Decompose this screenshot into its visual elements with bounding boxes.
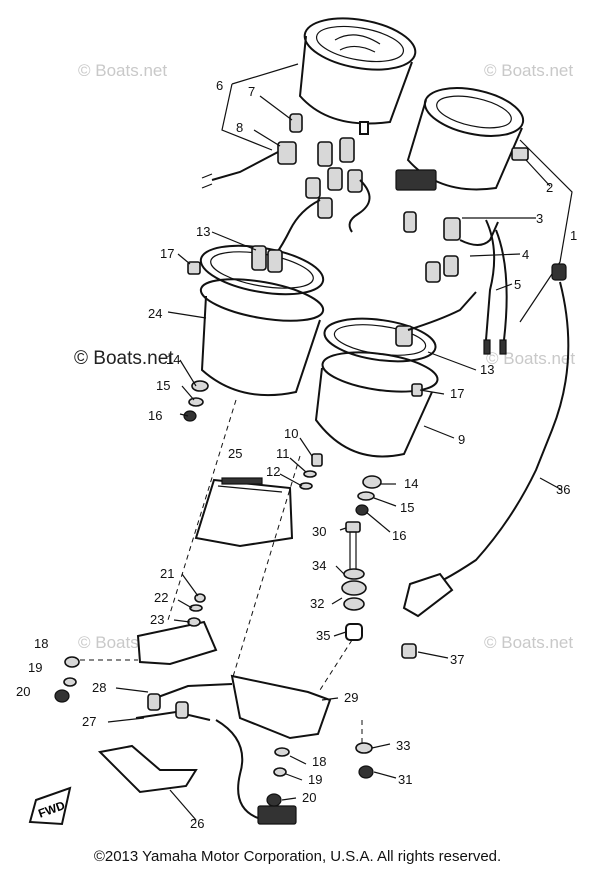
watermark-top-right: © Boats.net (484, 61, 573, 80)
label-part-25: 25 (228, 446, 242, 461)
label-part-21: 21 (160, 566, 174, 581)
label-part-18a: 18 (34, 636, 48, 651)
label-part-22: 22 (154, 590, 168, 605)
watermark-top-left: © Boats.net (78, 61, 167, 80)
label-part-15b: 15 (400, 500, 414, 515)
label-part-37: 37 (450, 652, 464, 667)
meter-housing-left (199, 244, 325, 397)
label-part-1: 1 (570, 228, 577, 243)
label-part-29: 29 (344, 690, 358, 705)
watermark-mid-right: © Boats.net (486, 349, 575, 368)
label-part-34: 34 (312, 558, 326, 573)
label-part-10: 10 (284, 426, 298, 441)
label-part-13b: 13 (480, 362, 494, 377)
mount-plate (97, 744, 198, 794)
lower-bracket (135, 620, 332, 825)
part-labels: 1 2 3 4 5 6 7 8 9 10 11 12 13 13 14 14 1… (16, 78, 577, 831)
watermark-mid-left: © Boats.net (74, 348, 174, 369)
copyright-notice: ©2013 Yamaha Motor Corporation, U.S.A. A… (93, 848, 502, 865)
tachometer-assembly (395, 87, 529, 355)
label-part-6: 6 (216, 78, 223, 93)
label-part-5: 5 (514, 277, 521, 292)
label-part-17a: 17 (160, 246, 174, 261)
label-part-30: 30 (312, 524, 326, 539)
label-part-33: 33 (396, 738, 410, 753)
label-part-14a: 14 (166, 352, 180, 367)
alignment-line-2 (231, 455, 301, 681)
indicator-panel (194, 477, 294, 548)
leader-lines (107, 95, 563, 821)
meter-housing-right (314, 291, 477, 458)
label-part-19a: 19 (28, 660, 42, 675)
label-part-3: 3 (536, 211, 543, 226)
alignment-line-1 (167, 399, 237, 621)
label-part-15a: 15 (156, 378, 170, 393)
label-part-2: 2 (546, 180, 553, 195)
alignment-line-3 (319, 639, 353, 691)
label-part-27: 27 (82, 714, 96, 729)
label-part-31: 31 (398, 772, 412, 787)
speedometer-cable (401, 263, 570, 659)
label-part-28: 28 (92, 680, 106, 695)
fasteners (183, 261, 423, 516)
label-part-16b: 16 (392, 528, 406, 543)
label-part-20b: 20 (302, 790, 316, 805)
label-part-9: 9 (458, 432, 465, 447)
label-part-19b: 19 (308, 772, 322, 787)
label-part-20a: 20 (16, 684, 30, 699)
watermark-low-right: © Boats.net (484, 633, 573, 652)
label-part-4: 4 (522, 247, 529, 262)
speedometer-assembly (201, 17, 417, 189)
label-part-32: 32 (310, 596, 324, 611)
label-part-7: 7 (248, 84, 255, 99)
label-part-36: 36 (556, 482, 570, 497)
leader-group-6 (221, 63, 299, 151)
label-part-16a: 16 (148, 408, 162, 423)
label-part-18b: 18 (312, 754, 326, 769)
fwd-arrow-tag: FWD (28, 786, 72, 826)
label-part-12: 12 (266, 464, 280, 479)
label-part-11: 11 (276, 446, 290, 461)
label-part-24: 24 (148, 306, 162, 321)
label-part-17b: 17 (450, 386, 464, 401)
label-part-35: 35 (316, 628, 330, 643)
label-part-13a: 13 (196, 224, 210, 239)
label-part-8: 8 (236, 120, 243, 135)
label-part-23: 23 (150, 612, 164, 627)
wiring-harness-upper (269, 137, 371, 263)
bolt-and-spacer-stack (341, 521, 367, 641)
lower-fasteners (54, 593, 374, 807)
label-part-26: 26 (190, 816, 204, 831)
leader-group-1 (519, 139, 573, 323)
label-part-14b: 14 (404, 476, 418, 491)
